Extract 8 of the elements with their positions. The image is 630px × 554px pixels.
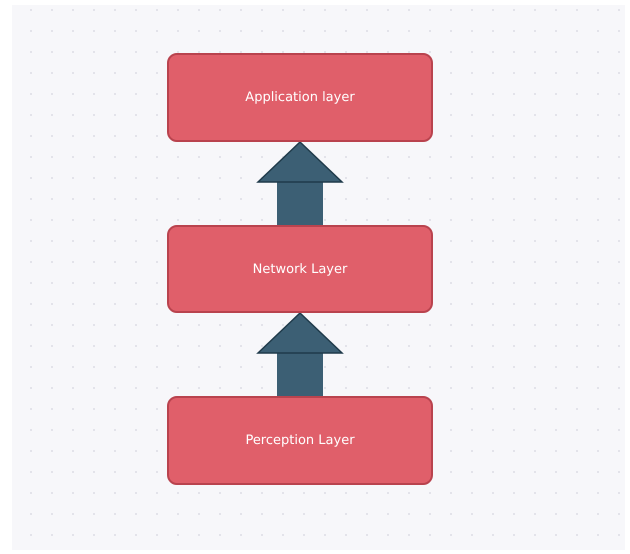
block-arrow: [257, 312, 343, 396]
layer-label: Perception Layer: [245, 433, 355, 448]
layer-label: Network Layer: [252, 262, 348, 276]
layer-box: [167, 396, 433, 485]
layer-box: [167, 53, 433, 142]
layer-box: [167, 225, 433, 313]
layer-label: Application layer: [245, 90, 355, 105]
block-arrow: [257, 141, 343, 225]
